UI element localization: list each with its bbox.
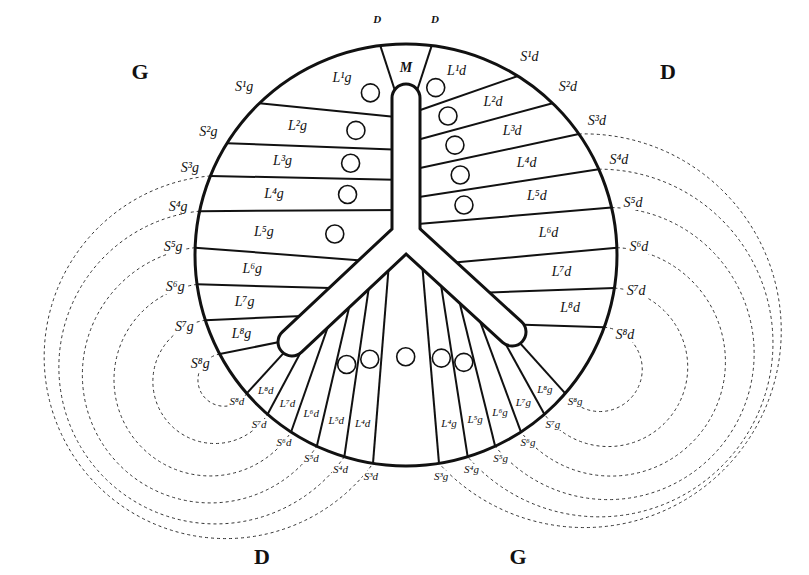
body-fill — [195, 44, 617, 466]
boundary-label: S⁸g — [567, 396, 584, 407]
ganglion-circle — [361, 350, 379, 368]
segment-label: M — [399, 61, 413, 75]
segment-label: L²d — [483, 95, 504, 109]
ganglion-circle — [427, 79, 445, 97]
segment-label: L⁸d — [559, 301, 581, 315]
segment-label: L⁴d — [354, 418, 371, 429]
gut-lumen — [406, 235, 512, 332]
segment-line — [406, 76, 518, 115]
boundary-label: S⁸d — [229, 396, 246, 407]
boundary-label: S⁸g — [190, 357, 211, 371]
boundary-label: S⁷g — [174, 320, 195, 334]
ganglion-circle — [451, 166, 469, 184]
ganglion-circle — [361, 84, 379, 102]
boundary-label: S⁷d — [626, 284, 647, 298]
boundary-label: S³d — [587, 114, 607, 128]
boundary-label: S⁵d — [303, 453, 320, 464]
boundary-label: S⁴g — [168, 200, 189, 214]
boundary-label: S⁴g — [463, 464, 480, 475]
ganglion-circle — [342, 154, 360, 172]
segment-line — [406, 208, 612, 225]
gut-outline — [406, 235, 512, 332]
boundary-label: S³g — [433, 471, 449, 482]
side-letter: G — [508, 546, 527, 568]
segment-label: L⁵g — [466, 414, 483, 425]
boundary-label: S¹g — [234, 80, 254, 94]
boundary-label: S¹d — [519, 50, 539, 64]
ganglion-circle — [347, 121, 365, 139]
segment-label: L⁴g — [263, 187, 285, 201]
dorsal-mark: D — [372, 14, 382, 25]
segment-line — [406, 134, 579, 171]
body-outline — [195, 44, 617, 466]
boundary-label: S²d — [558, 80, 578, 94]
segment-label: L¹d — [446, 64, 467, 78]
side-letter: D — [253, 546, 271, 568]
segment-label: L⁸g — [231, 327, 253, 341]
ganglion-circle — [455, 353, 473, 371]
segment-line — [227, 143, 406, 150]
ganglion-circle — [432, 349, 450, 367]
segment-label: L⁴d — [516, 156, 538, 170]
ganglion-circle — [339, 186, 357, 204]
boundary-label: S²g — [198, 125, 218, 139]
side-letter: D — [659, 61, 677, 83]
boundary-label: S³g — [180, 161, 200, 175]
segment-label: L⁸g — [536, 384, 553, 395]
segment-label: L⁴g — [440, 418, 457, 429]
boundary-label: S⁷d — [251, 419, 268, 430]
segment-line — [210, 176, 406, 180]
ganglion-circle — [446, 136, 464, 154]
segment-label: L⁶d — [302, 408, 319, 419]
boundary-label: S⁵g — [492, 453, 509, 464]
boundary-label: S⁵d — [623, 196, 644, 210]
ganglion-circle — [439, 107, 457, 125]
segment-line — [200, 210, 406, 211]
segment-label: L⁵d — [328, 415, 345, 426]
segment-label: L³g — [272, 154, 293, 168]
boundary-label: S⁶d — [628, 240, 649, 254]
ganglion-circle — [326, 225, 344, 243]
segment-label: L⁷g — [515, 397, 532, 408]
segment-line — [406, 169, 599, 199]
segment-line — [197, 284, 349, 288]
segment-line — [406, 103, 553, 143]
boundary-label: S⁴d — [332, 464, 349, 475]
segment-label: L⁵g — [253, 225, 275, 239]
segment-label: L¹g — [332, 71, 353, 85]
boundary-label: S⁸d — [615, 328, 636, 342]
segment-label: L³d — [502, 124, 523, 138]
segment-label: L⁷d — [279, 398, 296, 409]
dorsal-mark: D — [430, 14, 440, 25]
boundary-label: S⁴d — [608, 153, 629, 167]
segment-line — [438, 248, 617, 264]
boundary-label: S⁷g — [545, 419, 562, 430]
boundary-label: S⁶g — [165, 280, 186, 294]
segment-line — [195, 248, 377, 262]
segment-label: L⁵d — [526, 189, 548, 203]
ganglion-circle — [338, 355, 356, 373]
ganglion-circle — [397, 348, 415, 366]
segment-label: L⁶g — [491, 407, 508, 418]
boundary-label: S³d — [363, 471, 379, 482]
segment-line — [259, 103, 406, 118]
segment-label: L⁷d — [551, 265, 573, 279]
boundary-label: S⁵g — [163, 240, 184, 254]
ganglion-circle — [455, 196, 473, 214]
gut-outline — [292, 98, 406, 342]
side-letter: G — [130, 61, 149, 83]
segment-label: L⁸d — [257, 385, 274, 396]
boundary-label: S⁶g — [520, 437, 537, 448]
segment-label: L⁷g — [234, 295, 256, 309]
segment-label: L²g — [287, 119, 308, 133]
boundary-label: S⁶d — [276, 437, 293, 448]
gut-lumen — [292, 98, 406, 342]
segment-label: L⁶g — [241, 262, 263, 276]
segment-label: L⁶d — [538, 226, 560, 240]
